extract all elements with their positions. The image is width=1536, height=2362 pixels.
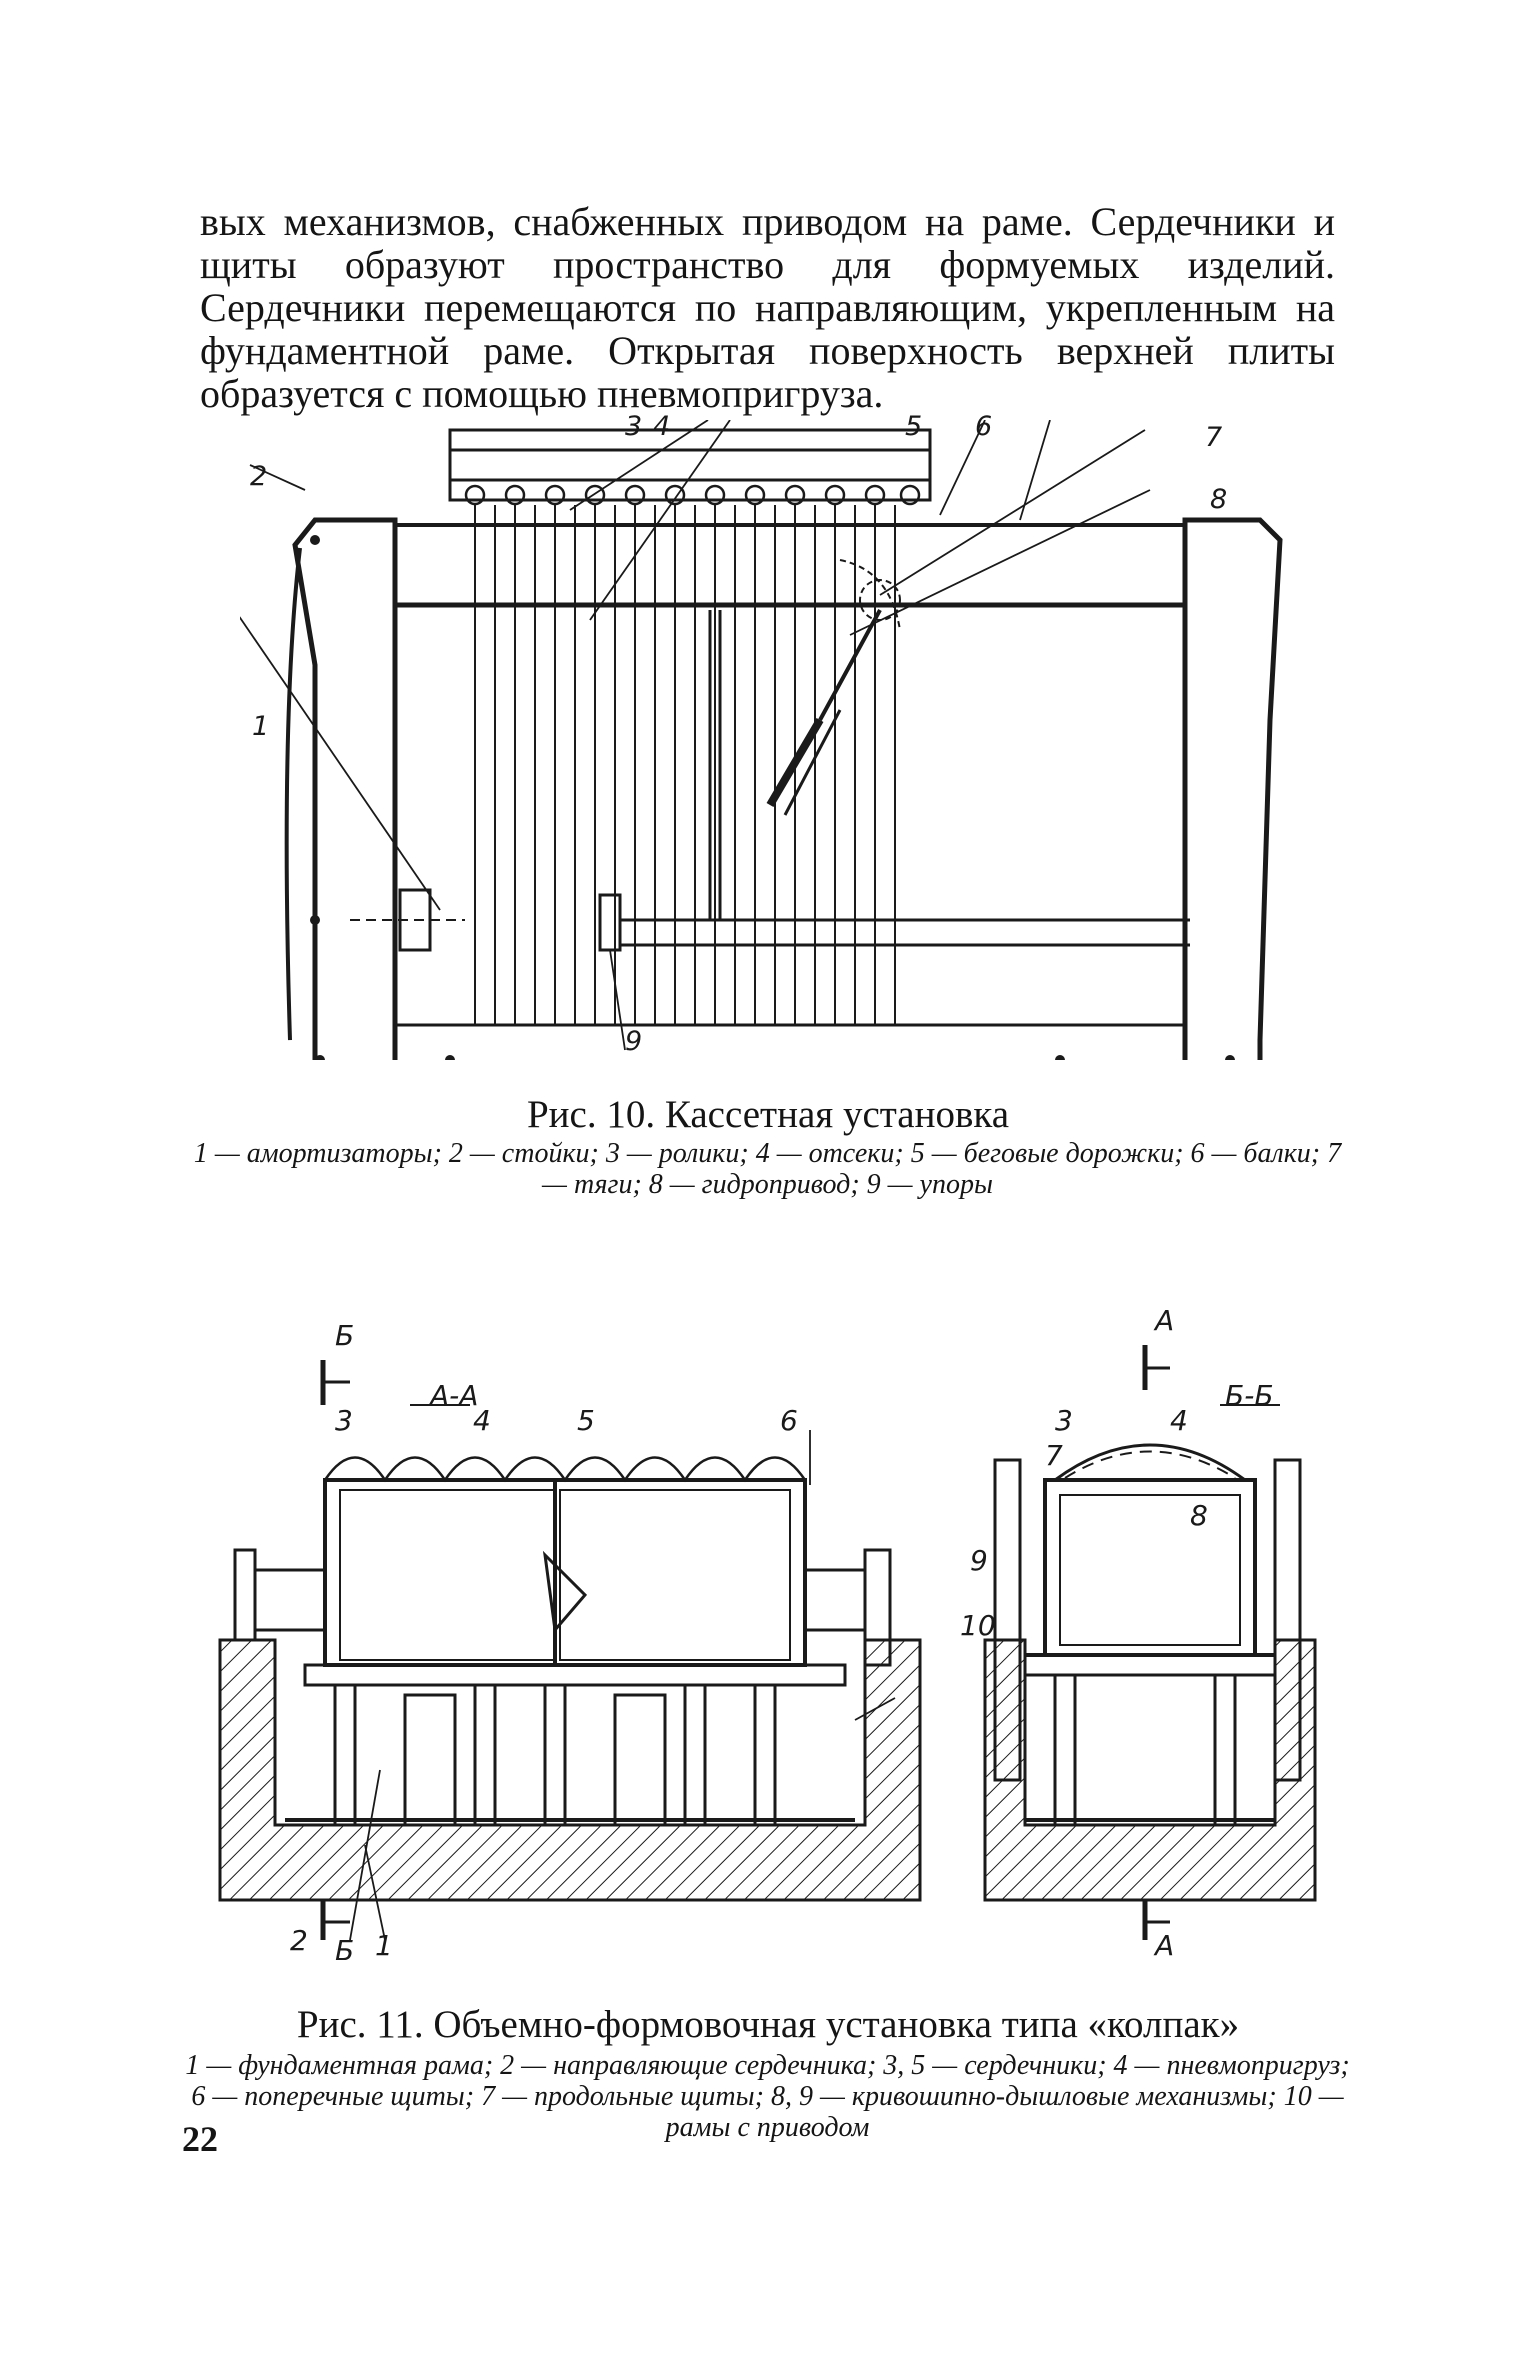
- callout-7-bb: 7: [1045, 1439, 1063, 1472]
- callout-9: 9: [625, 1026, 642, 1057]
- rollers: [464, 484, 921, 506]
- figure-10-caption: Рис. 10. Кассетная установка: [526, 1093, 1010, 1136]
- callout-4-bb: 4: [1170, 1404, 1188, 1437]
- cut-mark-b-bottom: Б: [335, 1934, 354, 1960]
- callout-6-aa: 6: [780, 1404, 798, 1437]
- right-column: [1182, 517, 1283, 1060]
- callout-4-aa: 4: [473, 1404, 491, 1437]
- callout-8-aa: 8: [1190, 1499, 1208, 1532]
- leader-7: [879, 429, 1146, 596]
- leader-2: [249, 464, 306, 491]
- body-paragraph: вых механизмов, снабженных приводом на р…: [200, 199, 1335, 416]
- figure-10-drawing: [240, 420, 1283, 1060]
- leader-1: [240, 616, 441, 911]
- figure-11-labels: А-А Б-Б Б А Б А 3 4 5 6 8 9 10 2 1 3 4 7: [290, 1304, 1274, 1960]
- callout-3: 3: [625, 411, 642, 442]
- left-column: [292, 517, 398, 1060]
- figure-10-callouts: 2 1 3 4 5 6 7 8 9: [250, 411, 1227, 1057]
- leader-4: [589, 420, 731, 621]
- callout-2: 2: [250, 461, 267, 492]
- callout-6: 6: [975, 411, 992, 442]
- section-label-aa: А-А: [428, 1379, 478, 1412]
- callout-1-aa: 1: [375, 1929, 393, 1960]
- figure-11-drawing: [218, 1345, 1317, 1940]
- columns-aa: [333, 1683, 777, 1827]
- callout-5: 5: [905, 411, 922, 442]
- callout-8: 8: [1210, 484, 1227, 515]
- callout-9-aa: 9: [970, 1544, 988, 1577]
- callout-2-aa: 2: [290, 1924, 308, 1957]
- page-number: 22: [182, 2119, 218, 2159]
- figure-11-caption: Рис. 11. Объемно-формовочная установка т…: [296, 2003, 1240, 2046]
- cut-mark-a-top: А: [1153, 1304, 1174, 1337]
- callout-10-aa: 10: [960, 1609, 996, 1642]
- cut-mark-a-bottom: А: [1153, 1929, 1174, 1960]
- leader-8: [849, 489, 1151, 636]
- callout-4: 4: [653, 411, 670, 442]
- callout-1: 1: [252, 711, 269, 742]
- section-label-bb: Б-Б: [1225, 1379, 1274, 1412]
- figure-10-legend: 1 — амортизаторы; 2 — стойки; 3 — ролики…: [193, 1138, 1342, 1200]
- figure-11-legend: 1 — фундаментная рама; 2 — направляющие …: [185, 2050, 1350, 2143]
- leader-3: [569, 420, 709, 511]
- cut-mark-b-top: Б: [335, 1319, 354, 1352]
- leader-9: [609, 949, 626, 1051]
- callout-3-aa: 3: [335, 1404, 353, 1437]
- leader-5: [939, 420, 986, 516]
- callout-5-aa: 5: [577, 1404, 595, 1437]
- leader-6: [1019, 420, 1051, 521]
- callout-3-bb: 3: [1055, 1404, 1073, 1437]
- callout-7: 7: [1205, 422, 1222, 453]
